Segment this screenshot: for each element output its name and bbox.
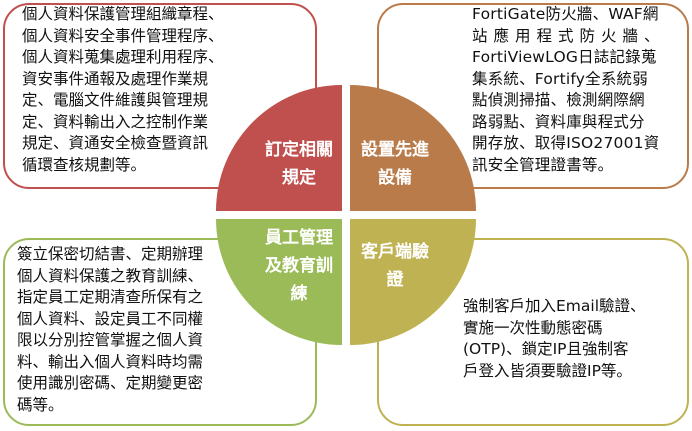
text-line: 限以分別控管掌握之個人資 [17,331,204,349]
text-line: 定、電腦文件維護與管理規 [22,91,209,109]
text-line: 強制客戶加入Email驗證、 [463,297,646,315]
text-line: 個人資料保護管理組織章程、 [22,5,224,23]
equipment-text: FortiGate防火牆、WAF網 站應用程式防火牆、 FortiViewLOG… [472,4,666,176]
text-line: 路弱點、資料庫與程式分 [472,112,645,131]
text-line: 規定、資通安全檢查暨資訊 [22,134,209,152]
text-line: 實施一次性動態密碼 [463,318,603,337]
label-line: 練 [290,284,308,304]
label-client-auth: 客戶端驗 證 [354,238,436,294]
label-line: 證 [386,270,404,290]
label-equipment: 設置先進 設備 [354,136,436,192]
text-line: 個人資料蒐集處理利用程序、 [22,48,224,66]
text-line: 開存放、取得ISO27001資 [472,134,660,152]
regulations-text: 個人資料保護管理組織章程、 個人資料安全事件管理程序、 個人資料蒐集處理利用程序… [22,4,224,176]
quadrant-client-auth [350,219,476,345]
text-line: 資安事件通報及處理作業規 [22,69,209,88]
label-line: 設置先進 [361,140,429,160]
text-line: 循環查核規劃等。 [22,155,147,174]
text-line: 指定員工定期清查所保有之 [17,288,204,306]
label-line: 員工管理 [265,228,333,248]
label-training: 員工管理 及教育訓 練 [258,224,340,308]
label-line: 及教育訓 [265,256,333,276]
text-line: FortiGate防火牆、WAF網 [472,5,659,23]
text-line: 訊安全管理證書等。 [472,155,614,174]
text-line: 個人資料保護之教育訓練、 [17,266,204,285]
text-line: 點偵測掃描、檢測網際網 [472,91,645,109]
training-text: 簽立保密切結書、定期辦理 個人資料保護之教育訓練、 指定員工定期清查所保有之 個… [17,244,203,416]
text-line: (OTP)、鎖定IP且強制客 [463,340,629,358]
quadrant-training [216,219,342,345]
text-line: 使用識別密碼、定期變更密 [17,374,204,392]
text-line: 站應用程式防火牆、 [472,26,666,45]
text-line: 個人資料安全事件管理程序、 [22,26,224,45]
text-line: 定、資料輸出入之控制作業 [22,112,209,131]
quadrant-regulations [216,85,342,211]
quadrant-equipment [350,85,476,211]
text-line: 料、輸出入個人資料時均需 [17,352,204,371]
text-line: 簽立保密切結書、定期辦理 [17,245,204,263]
client-auth-text: 強制客戶加入Email驗證、 實施一次性動態密碼 (OTP)、鎖定IP且強制客 … [463,296,646,382]
label-line: 訂定相關 [265,140,333,160]
text-line: 戶登入皆須要驗證IP等。 [463,361,632,380]
text-line: 個人資料、設定員工不同權 [17,309,204,328]
text-line: 集系統、Fortify全系統弱 [472,69,648,88]
label-line: 規定 [282,168,316,188]
text-line: 碼等。 [17,395,64,414]
label-line: 設備 [378,168,412,188]
label-regulations: 訂定相關 規定 [258,136,340,192]
text-line: FortiViewLOG日誌記錄蒐 [472,48,657,66]
label-line: 客戶端驗 [361,242,429,262]
